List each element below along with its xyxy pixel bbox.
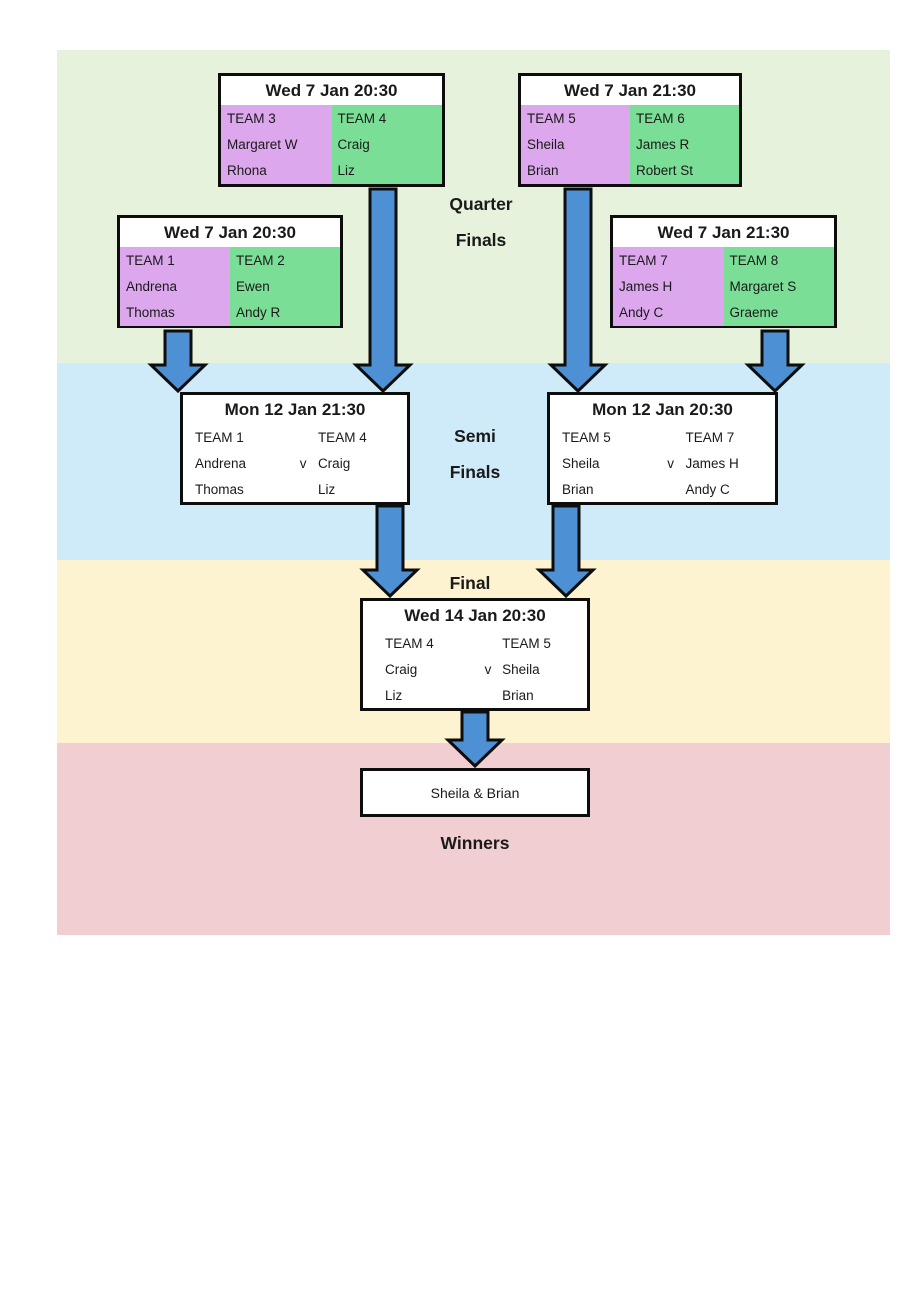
stage-label-line: Semi [454, 426, 496, 446]
winner-names: Sheila & Brian [430, 784, 520, 801]
player-name: Craig [385, 662, 418, 677]
team-b-cell: TEAM 6 James R Robert St [630, 105, 739, 184]
final-label: Final [405, 565, 535, 601]
team-name: TEAM 7 [619, 253, 668, 268]
versus-text: v [299, 456, 307, 471]
semi-finals-label: Semi Finals [410, 418, 540, 490]
player-name: Andy C [619, 305, 664, 320]
player-name: Liz [337, 163, 355, 178]
team-a-column: TEAM 1 Andrena Thomas [195, 425, 288, 503]
quarterfinal-match-teams-5-6: Wed 7 Jan 21:30 TEAM 5 Sheila Brian TEAM… [518, 73, 742, 187]
player-name: Liz [385, 688, 403, 703]
final-match: Wed 14 Jan 20:30 TEAM 4 Craig Liz v TEAM… [360, 598, 590, 711]
stage-label-line: Finals [449, 462, 501, 482]
player-name: Brian [562, 482, 594, 497]
player-name: Thomas [195, 482, 244, 497]
versus-column: v [474, 631, 502, 709]
player-name: James H [685, 456, 739, 471]
player-name: Margaret W [227, 137, 298, 152]
player-name: Andy R [236, 305, 281, 320]
team-name: TEAM 8 [729, 253, 779, 268]
team-name: TEAM 4 [337, 111, 387, 126]
match-datetime: Wed 7 Jan 21:30 [657, 223, 790, 242]
team-name: TEAM 5 [527, 111, 576, 126]
winners-label: Winners [410, 825, 540, 861]
player-name: Craig [337, 137, 370, 152]
team-b-cell: TEAM 2 Ewen Andy R [230, 247, 340, 326]
team-a-column: TEAM 5 Sheila Brian [562, 425, 656, 503]
player-name: Brian [527, 163, 559, 178]
player-name: Rhona [227, 163, 267, 178]
versus-text: v [484, 662, 492, 677]
team-a-cell: TEAM 7 James H Andy C [613, 247, 724, 326]
match-datetime: Mon 12 Jan 21:30 [224, 400, 366, 419]
versus-column: v [288, 425, 318, 503]
semifinal-match-1: Mon 12 Jan 21:30 TEAM 1 Andrena Thomas v… [180, 392, 410, 505]
player-name: Sheila [502, 662, 540, 677]
team-a-cell: TEAM 3 Margaret W Rhona [221, 105, 332, 184]
player-name: Sheila [562, 456, 600, 471]
player-name: Craig [317, 456, 351, 471]
team-name: TEAM 2 [236, 253, 285, 268]
team-name: TEAM 3 [227, 111, 276, 126]
player-name: Thomas [126, 305, 175, 320]
player-name: Robert St [636, 163, 694, 178]
stage-label-line: Finals [455, 230, 507, 250]
player-name: Andy C [685, 482, 730, 497]
versus-text: v [667, 456, 674, 471]
semifinal-match-2: Mon 12 Jan 20:30 TEAM 5 Sheila Brian v T… [547, 392, 778, 505]
player-name: Andrena [195, 456, 247, 471]
team-a-cell: TEAM 5 Sheila Brian [521, 105, 630, 184]
stage-label-line: Winners [440, 833, 510, 853]
team-b-column: TEAM 4 Craig Liz [318, 425, 407, 503]
team-name: TEAM 6 [636, 111, 685, 126]
team-name: TEAM 4 [385, 636, 434, 651]
player-name: Brian [502, 688, 534, 703]
team-b-column: TEAM 7 James H Andy C [686, 425, 775, 503]
team-b-cell: TEAM 8 Margaret S Graeme [723, 247, 834, 326]
team-name: TEAM 1 [126, 253, 175, 268]
team-name: TEAM 5 [562, 430, 611, 445]
team-a-column: TEAM 4 Craig Liz [385, 631, 474, 709]
team-a-cell: TEAM 1 Andrena Thomas [120, 247, 230, 326]
stage-label-line: Final [449, 573, 491, 593]
quarterfinal-match-teams-7-8: Wed 7 Jan 21:30 TEAM 7 James H Andy C TE… [610, 215, 837, 328]
match-datetime: Wed 7 Jan 20:30 [265, 81, 398, 100]
quarterfinal-match-teams-1-2: Wed 7 Jan 20:30 TEAM 1 Andrena Thomas TE… [117, 215, 343, 328]
winners-box: Sheila & Brian [360, 768, 590, 817]
team-name: TEAM 4 [317, 430, 367, 445]
team-name: TEAM 7 [685, 430, 735, 445]
player-name: Andrena [126, 279, 178, 294]
team-b-column: TEAM 5 Sheila Brian [502, 631, 587, 709]
match-datetime: Mon 12 Jan 20:30 [592, 400, 733, 419]
team-name: TEAM 5 [502, 636, 551, 651]
stage-label-line: Quarter [449, 194, 513, 214]
player-name: Ewen [236, 279, 270, 294]
player-name: Margaret S [729, 279, 797, 294]
match-datetime: Wed 7 Jan 20:30 [164, 223, 296, 242]
quarterfinal-match-teams-3-4: Wed 7 Jan 20:30 TEAM 3 Margaret W Rhona … [218, 73, 445, 187]
player-name: James R [636, 137, 690, 152]
team-b-cell: TEAM 4 Craig Liz [331, 105, 442, 184]
versus-column: v [656, 425, 686, 503]
player-name: Graeme [729, 305, 779, 320]
player-name: Liz [317, 482, 336, 497]
quarter-finals-label: Quarter Finals [416, 186, 546, 258]
player-name: Sheila [527, 137, 565, 152]
player-name: James H [619, 279, 673, 294]
match-datetime: Wed 14 Jan 20:30 [404, 606, 546, 625]
team-name: TEAM 1 [195, 430, 244, 445]
match-datetime: Wed 7 Jan 21:30 [564, 81, 696, 100]
